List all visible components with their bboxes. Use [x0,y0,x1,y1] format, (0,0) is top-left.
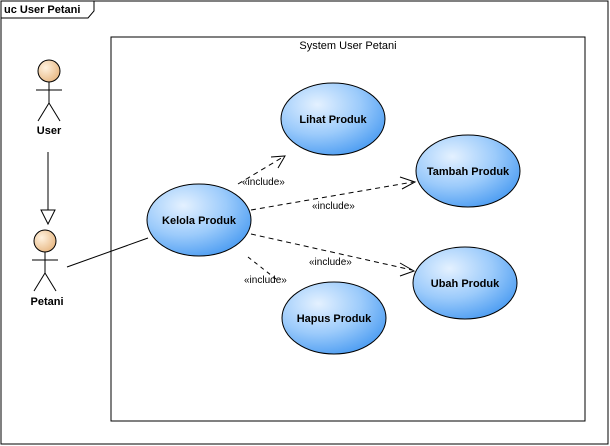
usecase-ubah-label: Ubah Produk [431,278,500,290]
include-lihat-label: «include» [242,177,285,188]
usecase-tambah-label: Tambah Produk [427,166,510,178]
usecase-kelola-label: Kelola Produk [162,215,237,227]
include-tambah: «include» [250,176,417,212]
actor-petani-label: Petani [30,296,63,308]
actor-user[interactable]: User [36,59,62,137]
include-ubah-label: «include» [309,257,352,268]
actor-user-label: User [37,125,62,137]
usecase-tambah-produk[interactable]: Tambah Produk [415,134,521,208]
include-ubah: «include» [250,233,416,277]
actor-petani[interactable]: Petani [30,229,64,308]
usecase-lihat-label: Lihat Produk [299,114,367,126]
association-petani-kelola [66,237,149,268]
frame-title: uc User Petani [4,4,80,16]
usecase-lihat-produk[interactable]: Lihat Produk [280,82,386,156]
usecase-hapus-label: Hapus Produk [297,313,372,325]
include-hapus-label: «include» [244,275,287,286]
actor-head-icon [37,59,61,83]
actor-head-icon [33,229,57,253]
generalization-user-petani [40,152,56,226]
usecase-hapus-produk[interactable]: Hapus Produk [281,281,387,355]
include-tambah-label: «include» [312,201,355,212]
usecase-ubah-produk[interactable]: Ubah Produk [412,246,518,320]
system-title: System User Petani [299,40,396,52]
usecase-kelola-produk[interactable]: Kelola Produk [146,183,252,257]
include-hapus: «include» [244,256,287,286]
include-lihat: «include» [237,155,286,188]
